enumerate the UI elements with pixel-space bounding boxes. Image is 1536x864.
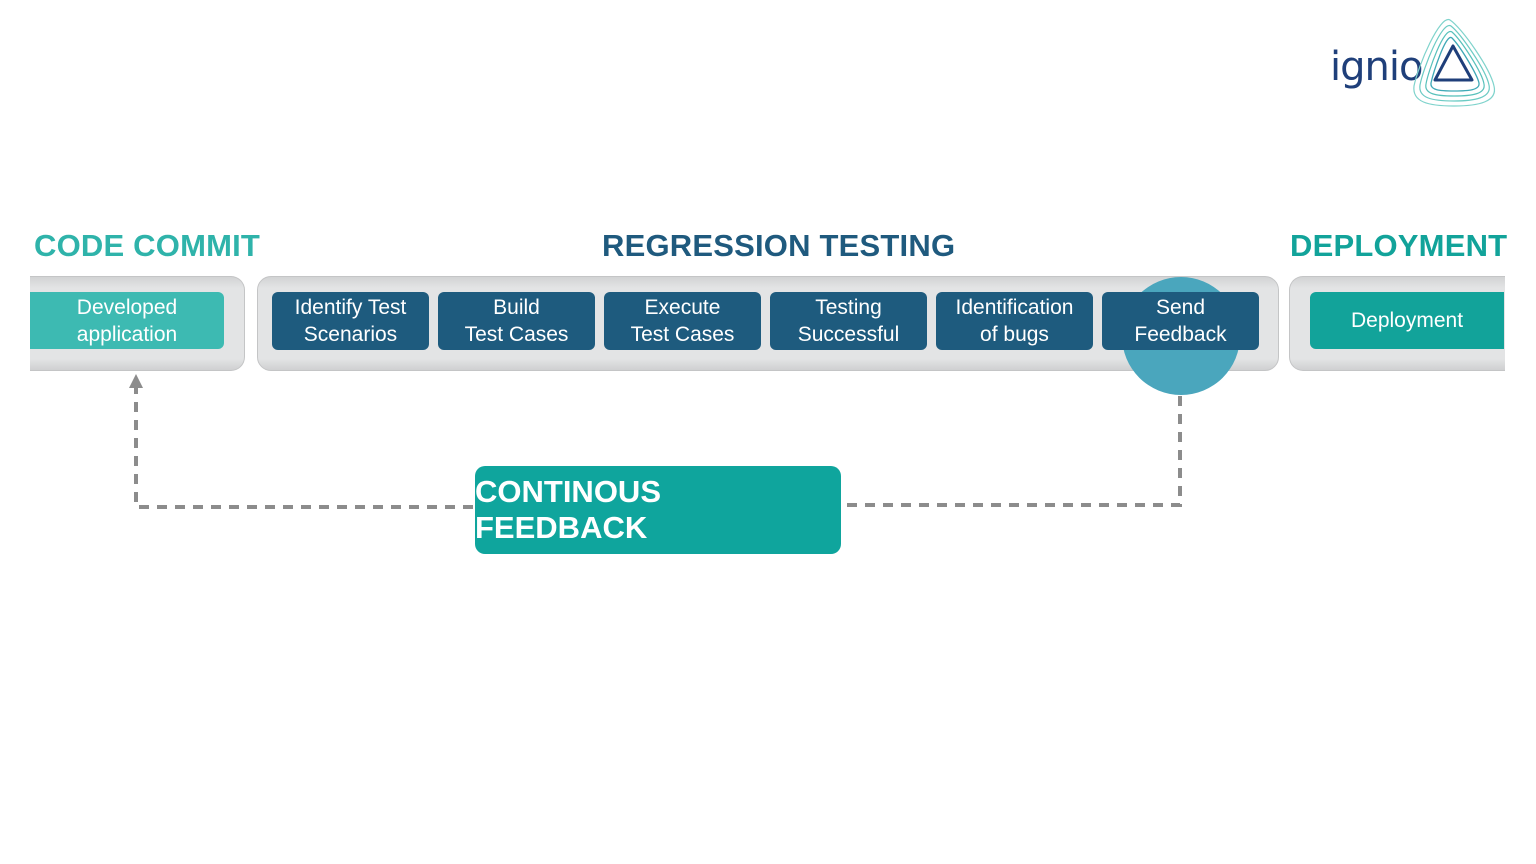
code-commit-title: CODE COMMIT <box>34 228 261 263</box>
ignio-logo: ignio <box>1328 14 1504 110</box>
developed-application-box: Developed application <box>30 292 224 349</box>
continuous-feedback-box: CONTINOUS FEEDBACK <box>475 466 841 554</box>
step-identify-test-scenarios: Identify Test Scenarios <box>272 292 429 350</box>
deployment-box: Deployment <box>1310 292 1504 349</box>
step-testing-successful: Testing Successful <box>770 292 927 350</box>
regression-testing-title: REGRESSION TESTING <box>602 228 956 263</box>
step-execute-test-cases: Execute Test Cases <box>604 292 761 350</box>
arrowhead-up-icon <box>129 374 143 388</box>
deployment-title: DEPLOYMENT <box>1290 228 1508 263</box>
step-identification-of-bugs: Identification of bugs <box>936 292 1093 350</box>
step-build-test-cases: Build Test Cases <box>438 292 595 350</box>
step-send-feedback: Send Feedback <box>1102 292 1259 350</box>
logo-text: ignio <box>1330 44 1423 90</box>
feedback-connector-right <box>843 396 1182 507</box>
triangle-logo-icon <box>1413 19 1496 107</box>
feedback-connector-left <box>134 386 473 509</box>
